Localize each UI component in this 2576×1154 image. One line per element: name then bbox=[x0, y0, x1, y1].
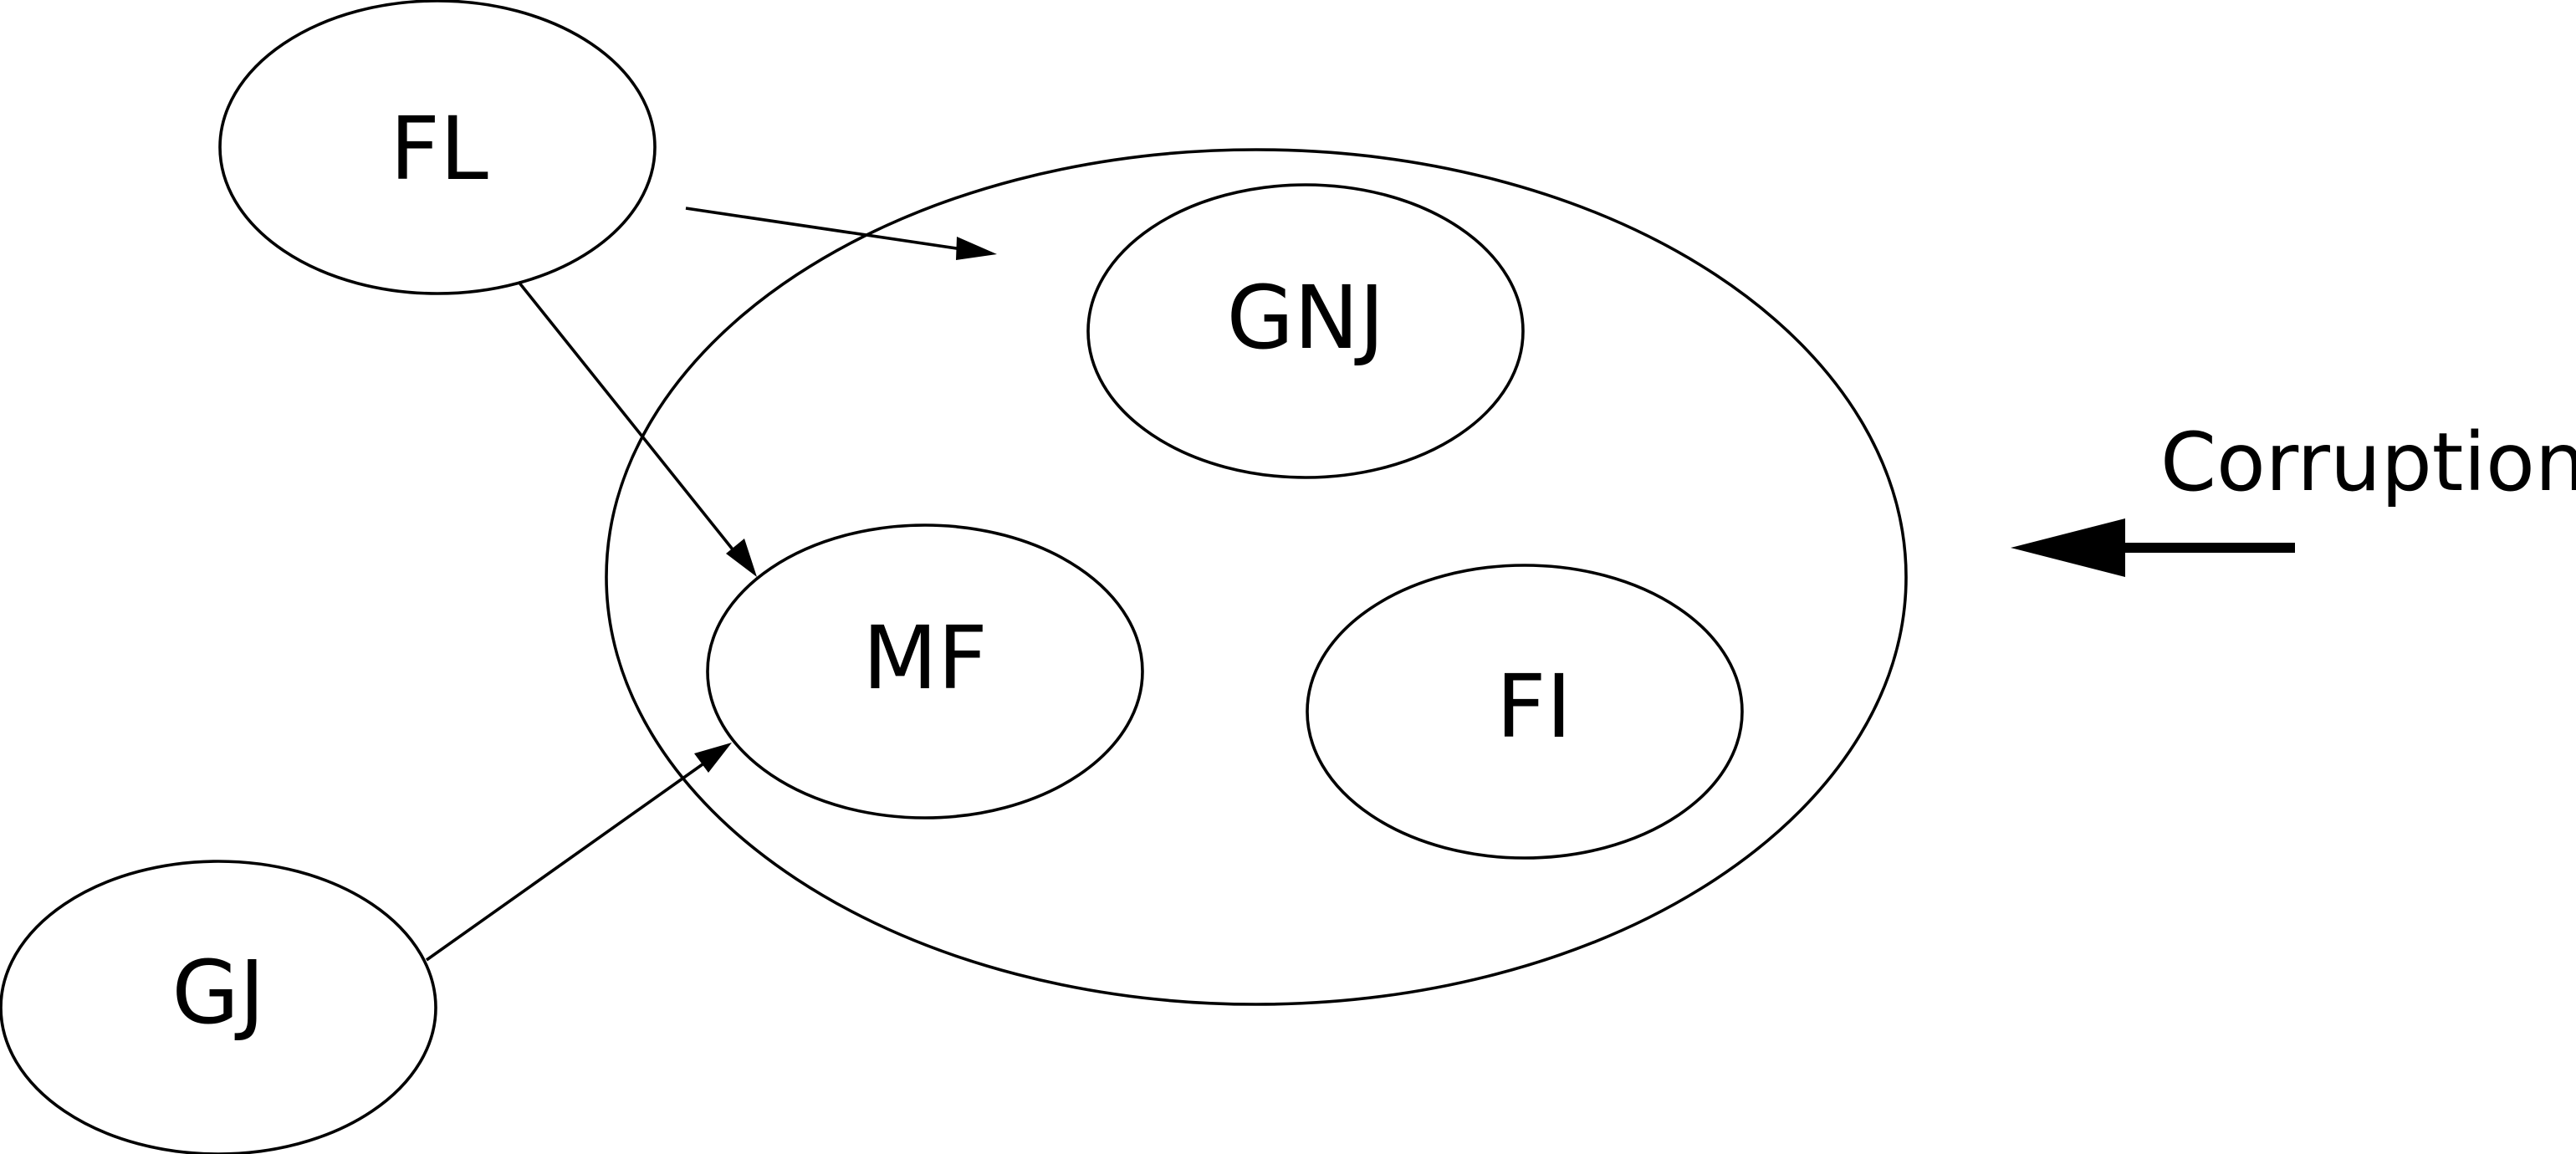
node-fl-ellipse bbox=[218, 0, 657, 295]
arrow-gj-to-mf-head bbox=[694, 743, 732, 773]
arrow-fl-to-gnj bbox=[685, 207, 997, 260]
outer-group-ellipse bbox=[605, 148, 1908, 1006]
node-fl-label: FL bbox=[390, 98, 488, 200]
node-fi-ellipse bbox=[1306, 564, 1744, 860]
node-mf-label: MF bbox=[862, 607, 988, 709]
arrow-gj-to-mf-line bbox=[425, 763, 704, 962]
arrow-fl-to-mf bbox=[517, 280, 757, 577]
arrow-fl-to-gnj-head bbox=[956, 237, 997, 260]
node-gnj[interactable]: GNJ bbox=[1086, 183, 1525, 479]
node-mf-ellipse bbox=[706, 523, 1144, 820]
node-gj-ellipse bbox=[0, 860, 437, 1154]
node-gnj-label: GNJ bbox=[1226, 267, 1384, 369]
arrow-fl-to-mf-head bbox=[726, 539, 757, 577]
corruption-label: Corruption bbox=[2160, 416, 2576, 509]
arrow-fl-to-mf-line bbox=[517, 280, 738, 555]
node-fi[interactable]: FI bbox=[1306, 564, 1744, 860]
node-fl[interactable]: FL bbox=[218, 0, 657, 295]
node-gnj-ellipse bbox=[1086, 183, 1525, 479]
corruption-arrow-head bbox=[2011, 518, 2125, 577]
node-gj[interactable]: GJ bbox=[0, 860, 437, 1154]
arrow-fl-to-gnj-line bbox=[685, 207, 963, 251]
node-mf[interactable]: MF bbox=[706, 523, 1144, 820]
node-gj-label: GJ bbox=[171, 942, 264, 1044]
node-fi-label: FI bbox=[1496, 656, 1572, 758]
corruption-arrow bbox=[2011, 518, 2295, 577]
arrow-gj-to-mf bbox=[425, 743, 732, 962]
